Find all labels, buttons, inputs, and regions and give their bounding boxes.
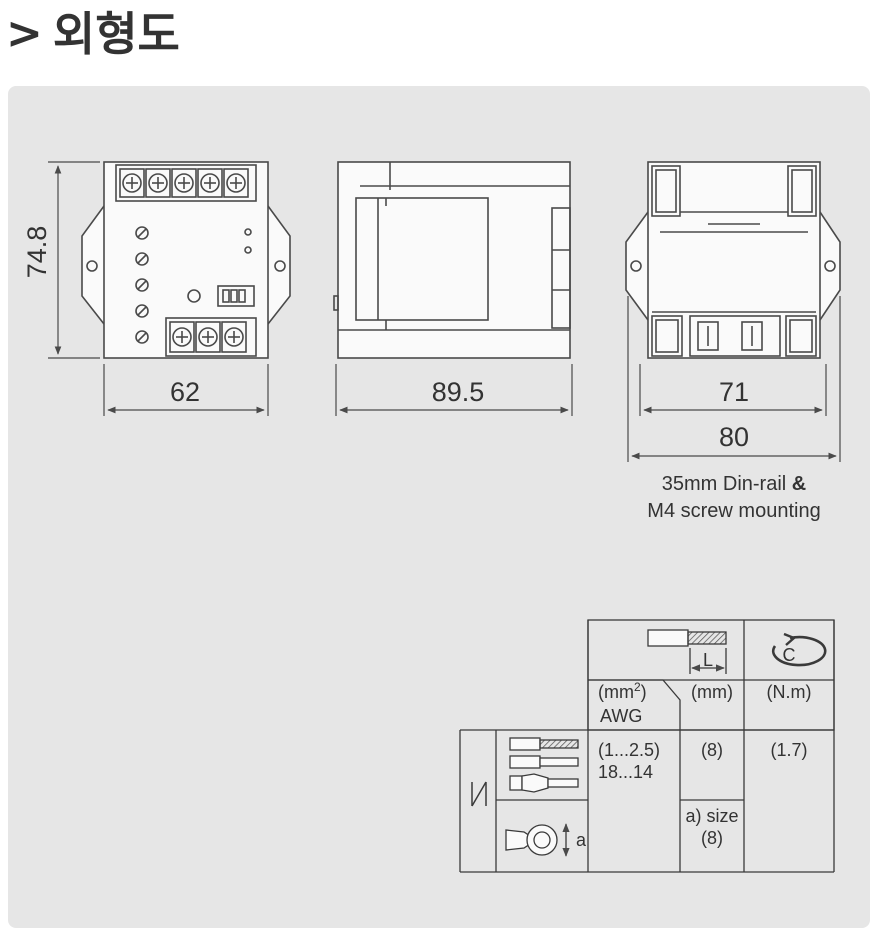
torque-unit-label: (N.m) [767, 682, 812, 702]
bottom-terminal-screws [169, 321, 247, 353]
flat-screwdriver-icon [471, 781, 487, 807]
torque-value: (1.7) [770, 740, 807, 760]
area-unit-label: (mm2) [598, 680, 647, 702]
awg-unit-label: AWG [600, 706, 642, 726]
mounting-note-line1: 35mm Din-rail & [662, 473, 806, 495]
strip-unit-label: (mm) [691, 682, 733, 702]
mounting-note-line2: M4 screw mounting [647, 500, 820, 522]
torque-rotation-icon [771, 632, 827, 667]
rail-width-dimension-label: 71 [719, 377, 749, 407]
rail-dimension-lines [627, 296, 841, 462]
trim-potentiometers [135, 226, 149, 344]
page-title: 외형도 [52, 7, 180, 61]
lug-size-value: (8) [701, 828, 723, 848]
height-dimension-label: 74.8 [22, 226, 52, 279]
rail-view [625, 161, 841, 359]
wire-area-value: (1...2.5) [598, 740, 660, 760]
page-header: > 외형도 [6, 4, 180, 64]
side-dimension-lines [335, 364, 573, 416]
front-width-dimension-label: 62 [170, 377, 200, 407]
side-depth-dimension-label: 89.5 [432, 377, 485, 407]
top-terminal-screws [119, 168, 249, 198]
strip-length-label: L [703, 650, 713, 670]
ring-lug-icon [505, 823, 570, 857]
lug-size-label: a) size [685, 806, 738, 826]
front-view [81, 161, 291, 359]
chevron-right-icon: > [6, 8, 43, 59]
side-view [333, 161, 571, 359]
stripped-wire-icon [647, 629, 727, 674]
front-dimension-lines [48, 161, 269, 416]
strip-length-value: (8) [701, 740, 723, 760]
total-width-dimension-label: 80 [719, 422, 749, 452]
lug-dimension-label: a [576, 830, 587, 850]
wire-type-icons [509, 737, 579, 793]
torque-icon-label: C [783, 645, 796, 665]
wire-awg-value: 18...14 [598, 762, 653, 782]
